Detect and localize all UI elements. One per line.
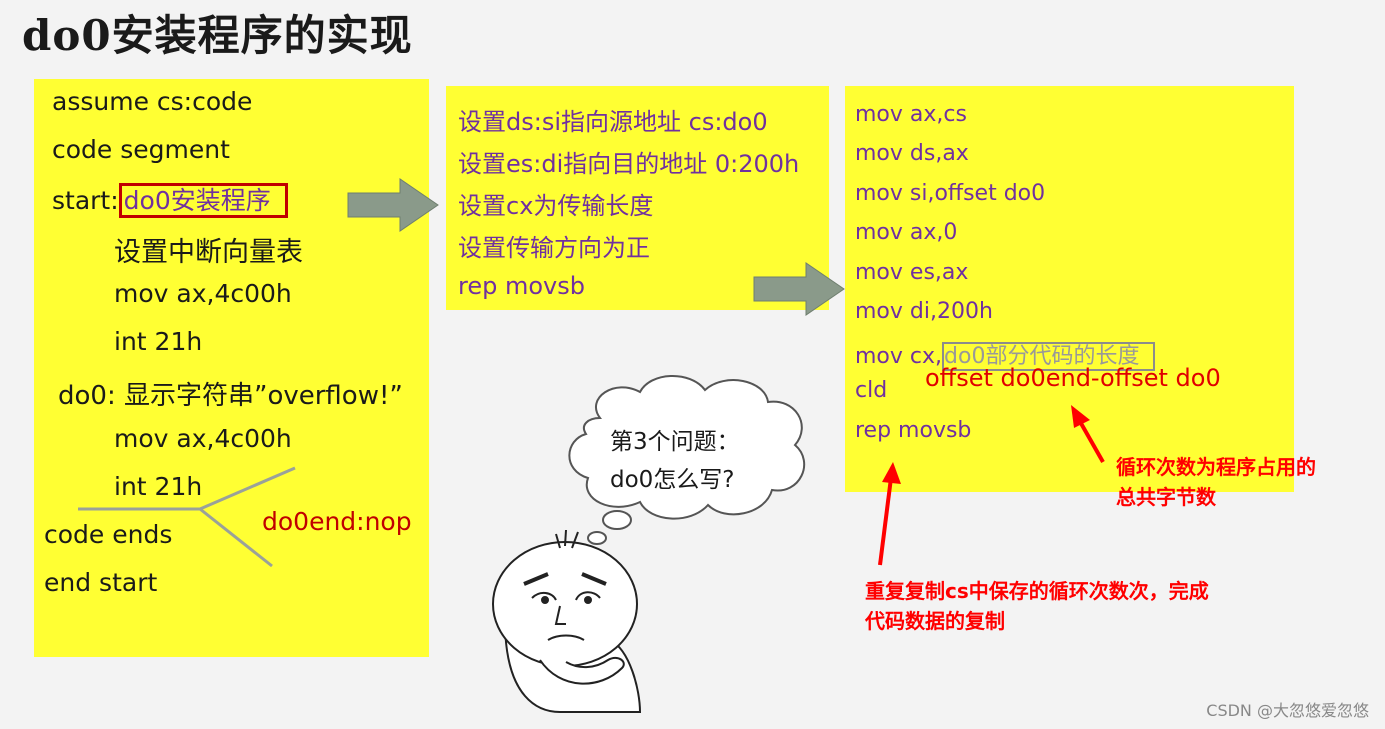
code-line-mov2: mov ax,4c00h <box>114 424 292 453</box>
asm-line-cld: cld <box>855 378 888 403</box>
asm-line-rep: rep movsb <box>855 418 972 443</box>
asm-line-4: mov ax,0 <box>855 220 958 245</box>
steps-box: 设置ds:si指向源地址 cs:do0 设置es:di指向目的地址 0:200h… <box>446 86 829 310</box>
red-arrow-1-shaft <box>1076 417 1105 463</box>
bubble-line-2: do0怎么写? <box>610 467 735 493</box>
note-copy-line-1: 重复复制cs中保存的循环次数次，完成 <box>865 579 1209 603</box>
note-loop-count-line-1: 循环次数为程序占用的 <box>1116 455 1316 479</box>
code-line-int1: int 21h <box>114 327 203 356</box>
code-line-end-start: end start <box>44 568 158 597</box>
note-copy: 重复复制cs中保存的循环次数次，完成 代码数据的复制 <box>865 576 1209 636</box>
step-3: 设置cx为传输长度 <box>458 192 654 220</box>
cx-prefix: mov cx, <box>855 344 943 369</box>
block-arrow-1 <box>347 178 439 232</box>
asm-line-6: mov di,200h <box>855 299 993 324</box>
bubble-line-1: 第3个问题： <box>610 429 740 455</box>
step-5: rep movsb <box>458 272 585 300</box>
note-loop-count-line-2: 总共字节数 <box>1116 485 1216 509</box>
cx-offset-text: offset do0end-offset do0 <box>925 364 1221 392</box>
do0end-line-up <box>199 466 296 511</box>
red-arrow-1-head <box>1071 405 1090 428</box>
asm-line-cx: mov cx,do0部分代码的长度 <box>855 338 1156 371</box>
asm-line-2: mov ds,ax <box>855 141 969 166</box>
asm-line-5: mov es,ax <box>855 260 969 285</box>
page-title: do0安装程序的实现 <box>22 11 413 60</box>
code-line-int2: int 21h <box>114 472 203 501</box>
step-1: 设置ds:si指向源地址 cs:do0 <box>458 108 768 136</box>
code-line-assume: assume cs:code <box>52 87 253 116</box>
start-label: start: <box>52 186 119 215</box>
asm-line-3: mov si,offset do0 <box>855 181 1046 206</box>
red-arrow-2-shaft <box>878 477 893 566</box>
block-arrow-2 <box>753 262 845 316</box>
note-loop-count: 循环次数为程序占用的 总共字节数 <box>1116 452 1316 512</box>
source-code-box: assume cs:code code segment start:do0安装程… <box>34 79 429 657</box>
code-line-mov1: mov ax,4c00h <box>114 279 292 308</box>
note-copy-line-2: 代码数据的复制 <box>865 609 1005 633</box>
code-line-start: start:do0安装程序 <box>52 181 288 218</box>
meme-face-icon <box>492 529 642 713</box>
red-arrow-2-head <box>882 462 901 484</box>
step-2: 设置es:di指向目的地址 0:200h <box>458 150 800 178</box>
code-line-segment: code segment <box>52 135 230 164</box>
cx-length-highlight: do0部分代码的长度 <box>942 342 1156 371</box>
asm-box: mov ax,cs mov ds,ax mov si,offset do0 mo… <box>845 86 1294 492</box>
watermark: CSDN @大忽悠爱忽悠 <box>1206 701 1369 720</box>
code-line-ends: code ends <box>44 520 173 549</box>
do0end-line-down <box>199 507 273 568</box>
code-line-set-vector: 设置中断向量表 <box>114 237 303 268</box>
code-line-do0: do0: 显示字符串”overflow!” <box>58 381 403 411</box>
do0-install-highlight: do0安装程序 <box>118 183 288 218</box>
step-4: 设置传输方向为正 <box>458 234 650 262</box>
do0end-label: do0end:nop <box>262 507 412 536</box>
asm-line-1: mov ax,cs <box>855 102 967 127</box>
